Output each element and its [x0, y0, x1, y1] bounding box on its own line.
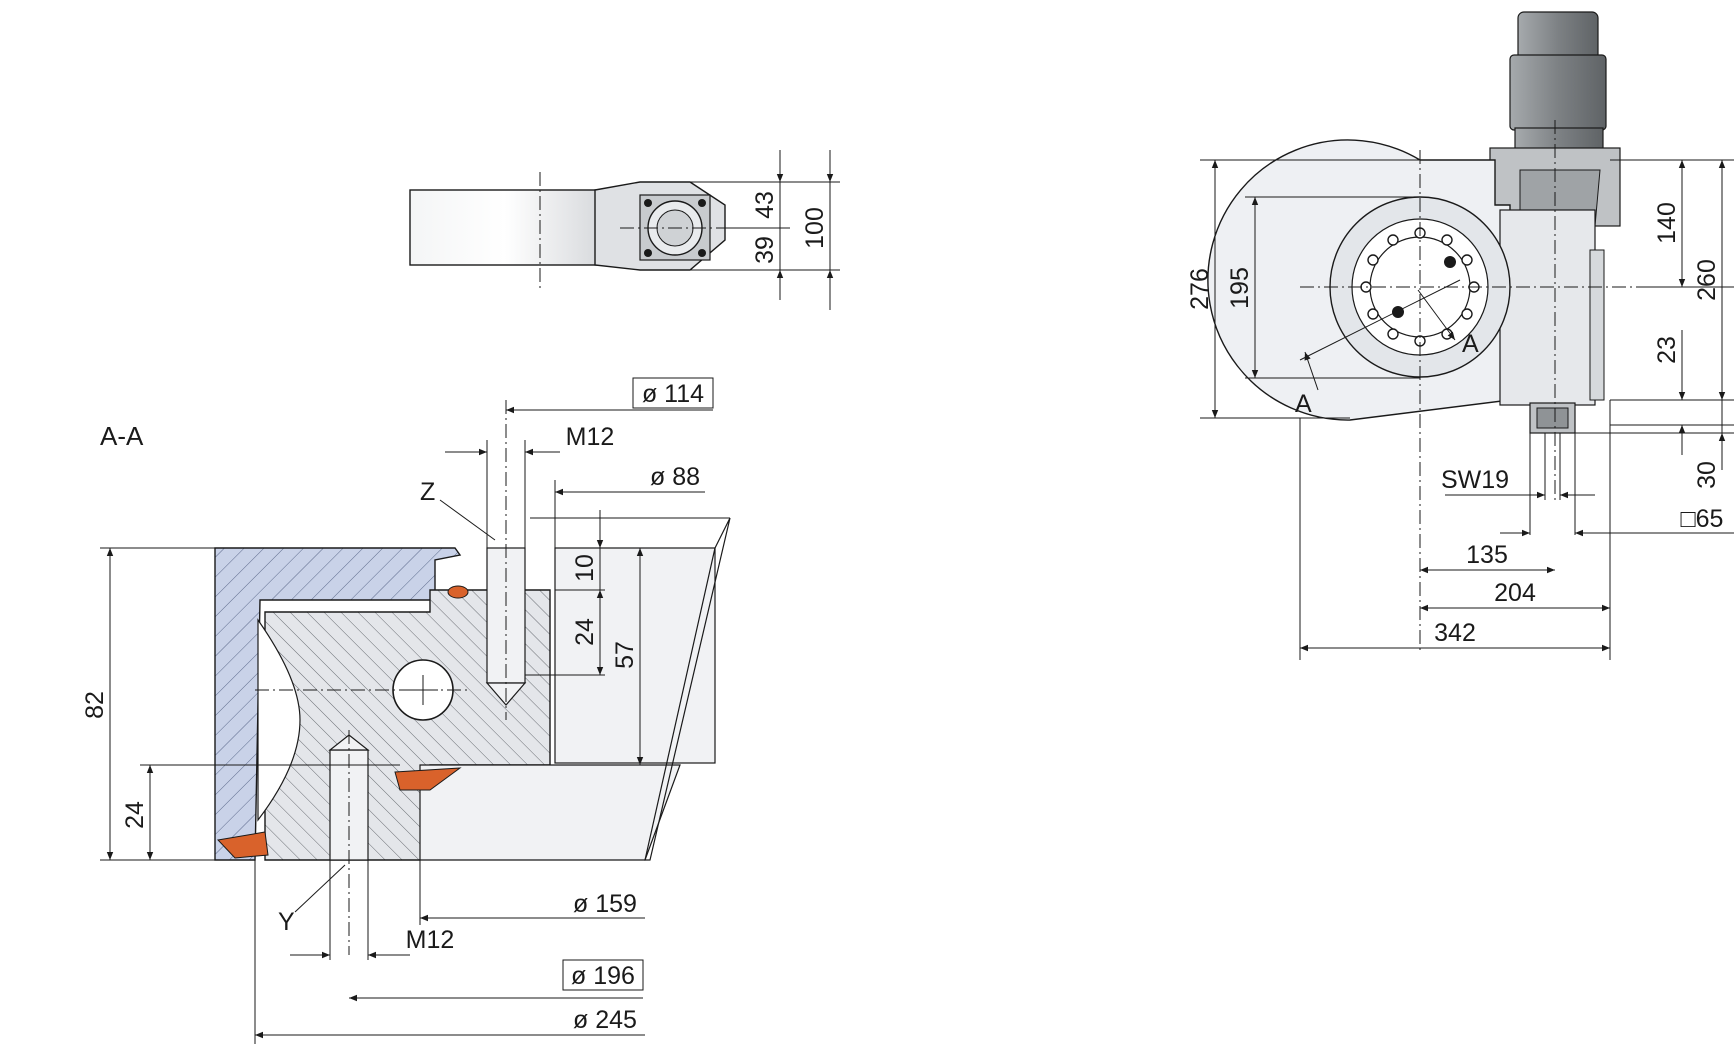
- marker-dot-2: [1392, 306, 1404, 318]
- motor-cap: [1517, 11, 1599, 61]
- section-view: A-A Z Y ø 114: [81, 377, 731, 1044]
- side-view: 43 39 100: [409, 150, 840, 310]
- dim-114-box: [632, 377, 714, 409]
- body-right-taper: [644, 517, 731, 861]
- dim-195-label: 195: [1226, 267, 1254, 309]
- dim-88-label: ø 88: [650, 463, 700, 491]
- dim-196-box: [562, 959, 644, 991]
- dim-10-label: 10: [571, 554, 599, 582]
- dim-m12-top-label: M12: [566, 423, 615, 451]
- dim-57-label: 57: [611, 641, 639, 669]
- dim-30-label: 30: [1693, 461, 1721, 489]
- dim-342-label: 342: [1434, 619, 1476, 647]
- detail-label-y: Y: [278, 908, 295, 936]
- motor-body: [1509, 54, 1607, 131]
- dim-23-label: 23: [1653, 336, 1681, 364]
- dim-245-label: ø 245: [573, 1006, 637, 1034]
- section-title: A-A: [100, 421, 144, 451]
- dim-204-label: 204: [1494, 579, 1536, 607]
- dim-196-label: ø 196: [571, 962, 635, 990]
- dim-276-label: 276: [1186, 268, 1214, 310]
- housing-right-block: [1499, 209, 1596, 406]
- lower-body: [419, 764, 681, 861]
- dim-43-label: 43: [751, 191, 779, 219]
- housing-side-plate: [1589, 249, 1605, 401]
- detail-label-z: Z: [420, 478, 435, 506]
- dim-24-upper-label: 24: [571, 618, 599, 646]
- side-view-ring: [409, 189, 601, 266]
- upper-body: [554, 547, 716, 764]
- dim-100-label: 100: [801, 207, 829, 249]
- dim-114-label: ø 114: [642, 380, 704, 408]
- dim-sq65-label: □65: [1681, 505, 1724, 533]
- marker-dot-1: [1444, 256, 1456, 268]
- seal-bottom: [216, 831, 269, 859]
- seal-top: [447, 585, 469, 599]
- dim-135-label: 135: [1466, 541, 1508, 569]
- cut-label-a1: A: [1462, 330, 1479, 358]
- dim-39-label: 39: [751, 236, 779, 264]
- dim-82-label: 82: [81, 691, 109, 719]
- dim-159-label: ø 159: [573, 890, 637, 918]
- raceway: [257, 618, 301, 822]
- cut-label-a2: A: [1295, 390, 1312, 418]
- seal-middle: [394, 767, 462, 791]
- motor-neck: [1514, 127, 1604, 151]
- dim-sw19-label: SW19: [1441, 466, 1509, 494]
- dim-260-label: 260: [1693, 259, 1721, 301]
- dim-140-label: 140: [1653, 202, 1681, 244]
- dim-m12-bottom-label: M12: [406, 926, 455, 954]
- dim-24-lower-label: 24: [121, 801, 149, 829]
- front-view: A A 276 195 140 260 23 30: [1186, 11, 1734, 660]
